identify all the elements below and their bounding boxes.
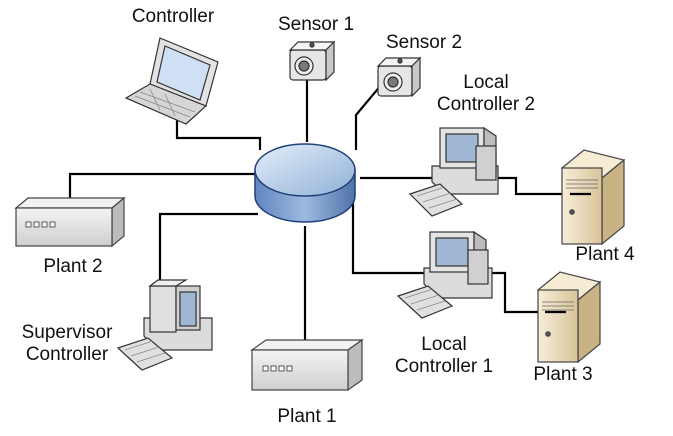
controller-laptop-icon — [124, 37, 219, 125]
plant1-label: Plant 1 — [277, 406, 337, 427]
local-controller-2-label: Local Controller 2 — [416, 72, 556, 116]
sensor1-label: Sensor 1 — [277, 14, 355, 35]
plant4-label: Plant 4 — [575, 244, 635, 265]
local-controller-2-computer-icon — [408, 126, 499, 217]
plant4-server-icon — [560, 149, 626, 246]
sensor1-camera-icon — [288, 40, 336, 82]
local-controller-2-line2: Controller 2 — [436, 94, 536, 115]
local-controller-1-line2: Controller 1 — [394, 356, 494, 377]
link-sensor2 — [354, 77, 388, 150]
link-plant2 — [68, 172, 255, 198]
link-controller — [175, 118, 262, 150]
plant3-label: Plant 3 — [533, 364, 593, 385]
local-controller-2-line1: Local — [463, 72, 509, 93]
plant2-device-icon — [14, 196, 126, 248]
network-hub — [254, 143, 356, 223]
plant2-label: Plant 2 — [43, 256, 103, 277]
local-controller-1-computer-icon — [396, 230, 493, 319]
local-controller-1-label: Local Controller 1 — [374, 334, 514, 378]
supervisor-controller-label: Supervisor Controller — [8, 322, 126, 366]
plant3-server-icon — [536, 271, 602, 364]
supervisor-controller-computer-icon — [116, 279, 213, 371]
link-supervisor — [158, 212, 258, 288]
supervisor-controller-line1: Supervisor — [21, 322, 113, 343]
supervisor-controller-line2: Controller — [25, 344, 109, 365]
local-controller-1-line1: Local — [421, 334, 467, 355]
sensor2-camera-icon — [376, 56, 422, 98]
sensor2-label: Sensor 2 — [385, 32, 463, 53]
device-link-stubs — [545, 192, 591, 314]
controller-label: Controller — [131, 6, 215, 27]
link-local-controller-1 — [351, 200, 566, 314]
plant1-device-icon — [250, 338, 364, 392]
